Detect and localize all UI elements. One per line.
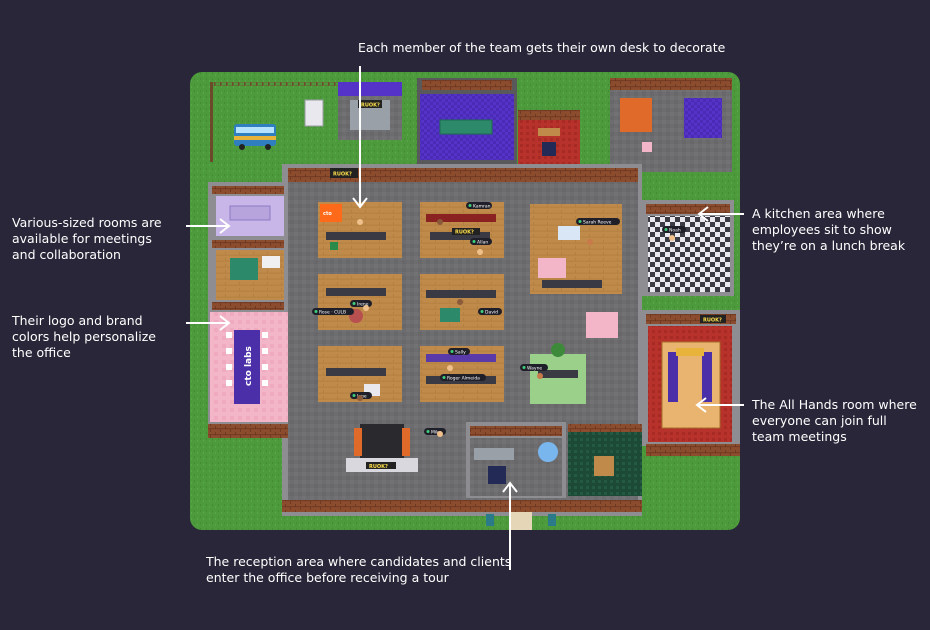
- office-map[interactable]: RUOK? RUOK? cto labs cto: [190, 72, 740, 530]
- fence: [210, 82, 340, 86]
- wall-logo: cto: [323, 211, 332, 217]
- avatar-david[interactable]: David: [485, 310, 498, 316]
- avatar-sally[interactable]: Sally: [455, 350, 466, 356]
- arrow-allhands: [695, 397, 744, 413]
- desk-cluster: [530, 343, 586, 404]
- avatar-sarah[interactable]: Sarah Reeve: [583, 220, 612, 226]
- sign-top: RUOK?: [361, 103, 380, 109]
- bus: [234, 124, 276, 150]
- avatar-tags: Kamran Allan Sarah Reeve Irene Rose · CU…: [312, 202, 686, 436]
- avatar-noah[interactable]: Noah: [669, 228, 681, 234]
- sign-top-bg: [358, 100, 382, 108]
- desk-cluster: [530, 204, 622, 294]
- sign-right: RUOK?: [703, 318, 722, 324]
- sign-main: RUOK?: [333, 172, 352, 178]
- arrow-rooms: [186, 218, 231, 234]
- outdoor-table: [304, 99, 324, 127]
- avatar-allan[interactable]: Allan: [477, 240, 488, 246]
- sign-mid: RUOK?: [455, 230, 474, 236]
- arrow-kitchen: [697, 206, 744, 222]
- brand-table: [234, 330, 260, 404]
- annotation-desk: Each member of the team gets their own d…: [358, 40, 726, 55]
- desk-cluster: cto: [318, 202, 402, 258]
- annotation-reception: The reception area where candidates and …: [206, 554, 512, 585]
- desk-cluster: RUOK?: [420, 202, 504, 258]
- avatar-rose[interactable]: Rose · CULB: [319, 310, 346, 316]
- avatar-irene[interactable]: Irene: [357, 302, 369, 308]
- annotation-logo: Their logo and brand colors help persona…: [12, 313, 156, 360]
- entrance[interactable]: [510, 512, 532, 530]
- avatar-mike[interactable]: Mike: [431, 430, 442, 436]
- avatar-kamran[interactable]: Kamran: [473, 204, 491, 210]
- avatar-wayne[interactable]: Wayne: [527, 366, 542, 372]
- fence: [210, 82, 213, 162]
- brand-logo: cto labs: [244, 346, 254, 386]
- annotation-kitchen: A kitchen area where employees sit to sh…: [752, 206, 906, 253]
- arrow-reception: [502, 481, 518, 570]
- avatar-roger[interactable]: Roger Almeida: [447, 376, 480, 382]
- annotation-rooms: Various-sized rooms are available for me…: [12, 215, 162, 262]
- arrow-desk: [352, 66, 368, 209]
- annotation-allhands: The All Hands room where everyone can jo…: [752, 397, 917, 444]
- avatar-sprites: [357, 219, 675, 437]
- sign-bottom: RUOK?: [369, 464, 388, 470]
- meeting-table: [439, 119, 493, 135]
- pink-nook: [586, 312, 618, 338]
- arrow-logo: [186, 315, 231, 331]
